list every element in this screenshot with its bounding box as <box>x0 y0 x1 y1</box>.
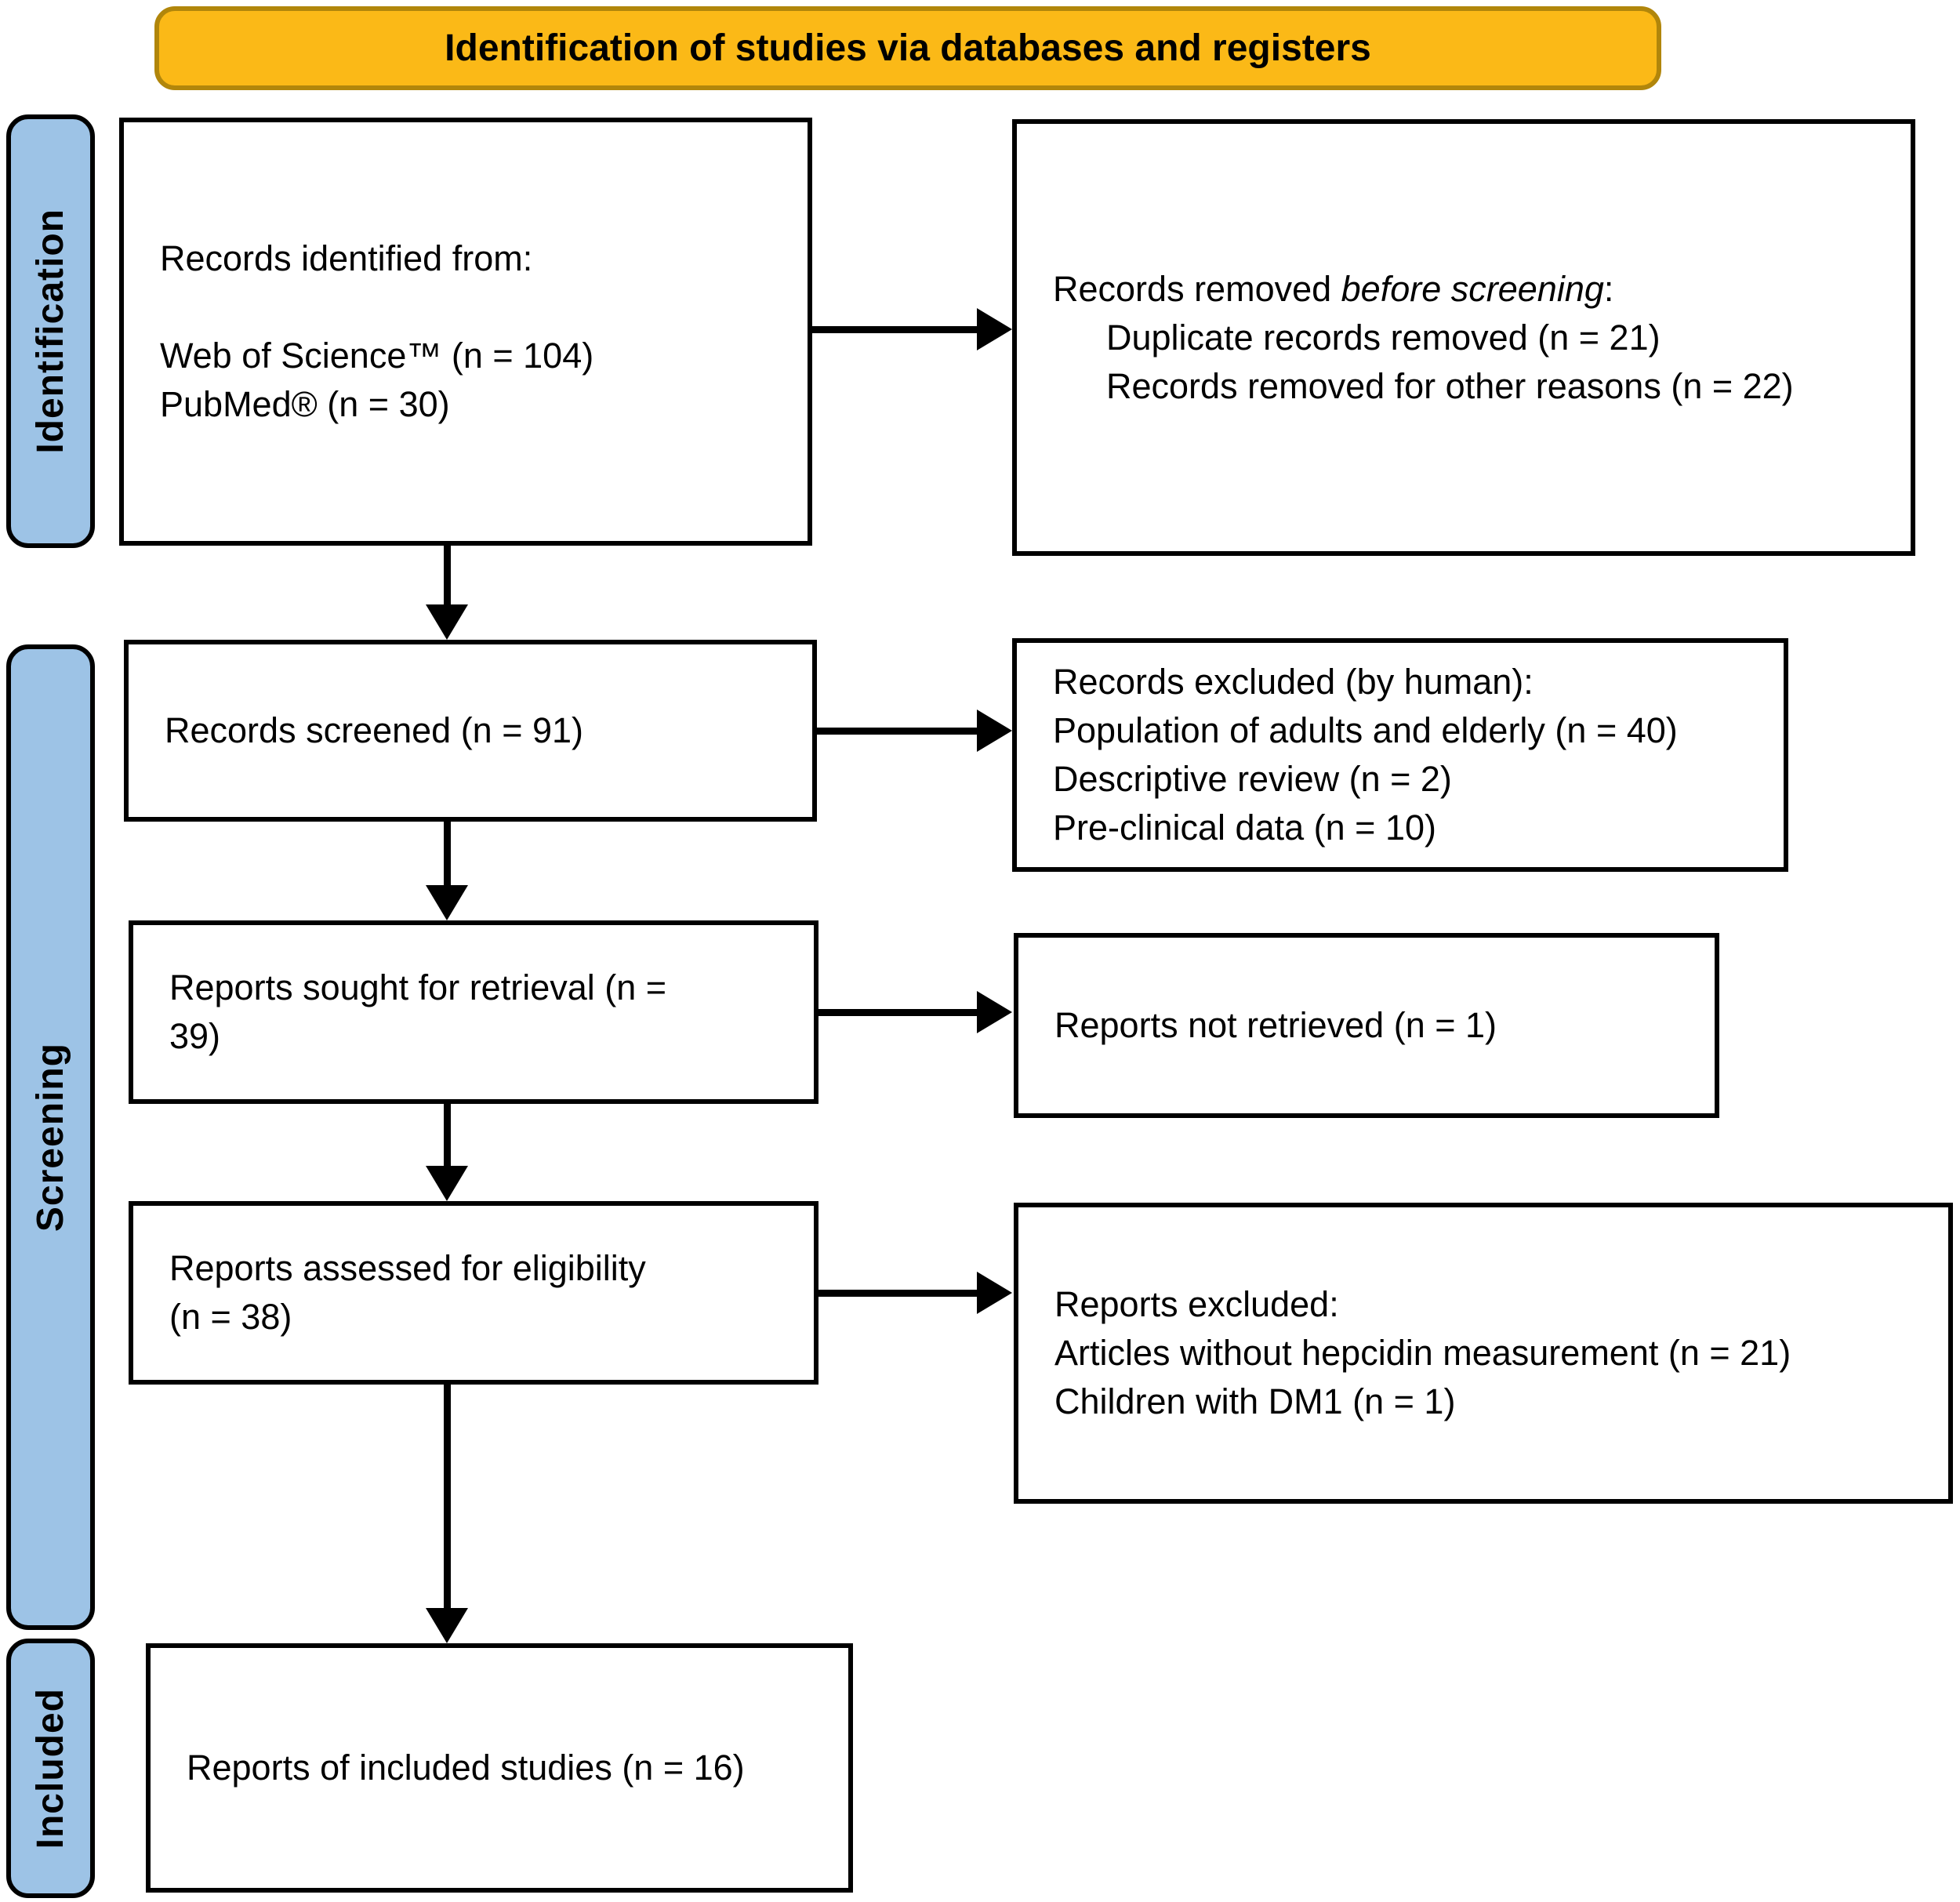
text-line: Web of Science™ (n = 104) <box>160 336 594 376</box>
text-line: PubMed® (n = 30) <box>160 384 450 424</box>
text-line: Articles without hepcidin measurement (n… <box>1054 1333 1791 1373</box>
arrow-head <box>977 710 1012 752</box>
text-line: (n = 38) <box>169 1297 292 1337</box>
text-line: Reports excluded: <box>1054 1284 1339 1324</box>
arrow-shaft <box>817 728 980 735</box>
arrow-shaft <box>444 1104 451 1169</box>
text-line: Population of adults and elderly (n = 40… <box>1053 710 1678 750</box>
box-records-identified: Records identified from: Web of Science™… <box>119 118 812 546</box>
text-line: Records removed before screening: <box>1053 265 1889 314</box>
text-line-spacer <box>160 283 786 332</box>
text-segment-italic: before screening <box>1341 268 1604 309</box>
text-line: Reports assessed for eligibility <box>169 1248 646 1288</box>
text-line: Records removed for other reasons (n = 2… <box>1106 365 1794 406</box>
stage-label-screening: Screening <box>6 644 95 1630</box>
text-line: Reports not retrieved (n = 1) <box>1054 1005 1497 1045</box>
box-reports-included: Reports of included studies (n = 16) <box>146 1643 853 1893</box>
arrow-head <box>977 991 1012 1033</box>
box-records-excluded: Records excluded (by human): Population … <box>1012 638 1788 872</box>
arrow-head <box>426 885 468 920</box>
text-line: Reports of included studies (n = 16) <box>187 1748 745 1788</box>
stage-label-identification-text: Identification <box>30 209 71 454</box>
box-reports-excluded: Reports excluded: Articles without hepci… <box>1014 1203 1953 1504</box>
box-reports-not-retrieved: Reports not retrieved (n = 1) <box>1014 933 1719 1118</box>
stage-label-screening-text: Screening <box>30 1042 71 1232</box>
text-line: Children with DM1 (n = 1) <box>1054 1381 1456 1421</box>
banner-title-text: Identification of studies via databases … <box>445 27 1371 69</box>
banner-title: Identification of studies via databases … <box>154 6 1661 90</box>
text-line: Duplicate records removed (n = 21) <box>1106 317 1661 358</box>
arrow-shaft <box>812 326 980 333</box>
stage-label-included: Included <box>6 1639 95 1898</box>
arrow-shaft <box>444 546 451 608</box>
text-segment: Records removed <box>1053 268 1341 309</box>
text-line: Records identified from: <box>160 238 533 278</box>
arrow-shaft <box>444 822 451 888</box>
arrow-head <box>426 1166 468 1201</box>
text-line: Pre-clinical data (n = 10) <box>1053 808 1436 848</box>
stage-label-identification: Identification <box>6 114 95 548</box>
text-line: 39) <box>169 1016 221 1056</box>
box-reports-sought: Reports sought for retrieval (n = 39) <box>129 920 818 1104</box>
box-reports-assessed: Reports assessed for eligibility (n = 38… <box>129 1201 818 1385</box>
text-line: Records screened (n = 91) <box>165 710 584 750</box>
arrow-head <box>977 1272 1012 1314</box>
box-records-screened: Records screened (n = 91) <box>124 640 817 822</box>
text-segment: : <box>1603 268 1614 309</box>
stage-label-included-text: Included <box>30 1687 71 1849</box>
arrow-head <box>426 604 468 640</box>
text-line: Reports sought for retrieval (n = <box>169 967 667 1007</box>
text-line: Records excluded (by human): <box>1053 662 1534 702</box>
box-records-removed: Records removed before screening: Duplic… <box>1012 119 1915 556</box>
arrow-head <box>426 1608 468 1643</box>
arrow-head <box>977 308 1012 350</box>
arrow-shaft <box>818 1290 980 1297</box>
text-line: Descriptive review (n = 2) <box>1053 759 1452 799</box>
arrow-shaft <box>818 1009 980 1016</box>
arrow-shaft <box>444 1385 451 1611</box>
